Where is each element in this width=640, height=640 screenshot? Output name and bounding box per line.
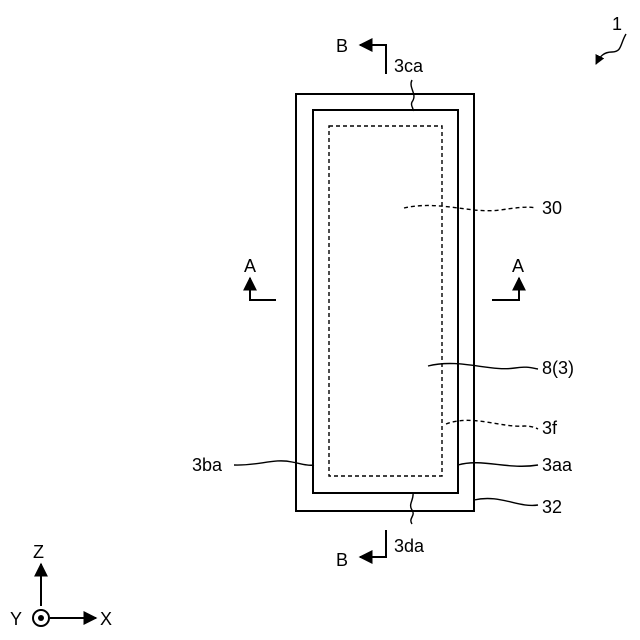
inner-frame-3 xyxy=(313,110,458,493)
leader-3da xyxy=(411,493,414,524)
axis-y-dot xyxy=(38,615,44,621)
dashed-region-3f xyxy=(329,126,442,476)
label-8-3: 8(3) xyxy=(542,358,574,378)
label-30: 30 xyxy=(542,198,562,218)
leader-3aa xyxy=(458,463,538,467)
label-3ba: 3ba xyxy=(192,455,223,475)
section-b-bottom-label: B xyxy=(336,550,348,570)
axis-z-label: Z xyxy=(33,542,44,562)
section-a-right-label: A xyxy=(512,256,524,276)
label-3f: 3f xyxy=(542,418,558,438)
leader-30 xyxy=(404,205,536,210)
label-32: 32 xyxy=(542,497,562,517)
label-3ca: 3ca xyxy=(394,56,424,76)
section-b-top-label: B xyxy=(336,36,348,56)
figure-ref-arrow xyxy=(596,34,626,64)
leader-32 xyxy=(474,498,538,505)
axis-y-label: Y xyxy=(10,609,22,629)
leader-3ca xyxy=(411,80,414,111)
figure-ref-label: 1 xyxy=(612,14,622,34)
section-a-left-label: A xyxy=(244,256,256,276)
label-3aa: 3aa xyxy=(542,455,573,475)
leader-3f xyxy=(446,420,538,429)
axis-x-label: X xyxy=(100,609,112,629)
label-3da: 3da xyxy=(394,536,425,556)
leader-8-3 xyxy=(428,363,538,369)
leader-3ba xyxy=(234,461,314,465)
outer-frame-32 xyxy=(296,94,474,511)
